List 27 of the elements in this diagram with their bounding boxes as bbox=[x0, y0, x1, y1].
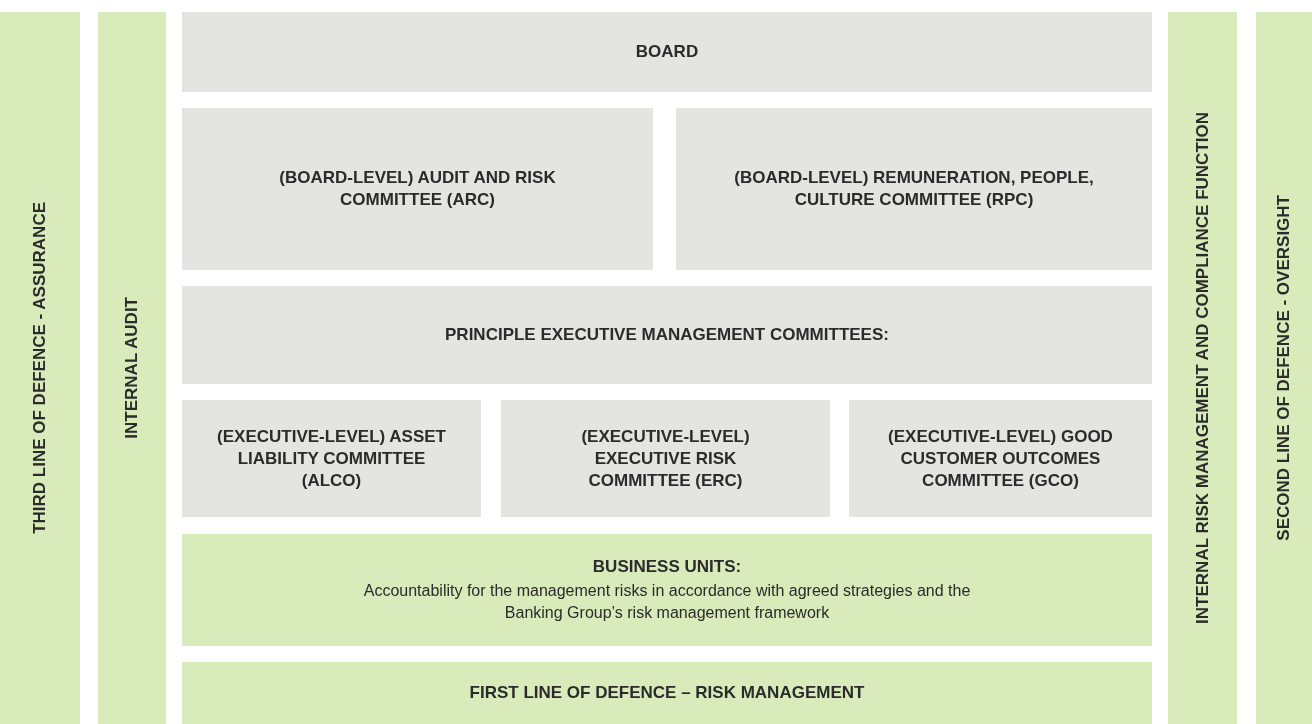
vertical-label: INTERNAL AUDIT bbox=[122, 297, 142, 439]
committee-box bbox=[849, 400, 1152, 517]
box-heading: (BOARD-LEVEL) AUDIT AND RISK COMMITTEE (ARC) bbox=[278, 167, 557, 211]
vertical-label: THIRD LINE OF DEFENCE - ASSURANCE bbox=[30, 202, 50, 534]
band-panel bbox=[0, 12, 80, 724]
vertical-label: SECOND LINE OF DEFENCE - OVERSIGHT bbox=[1274, 195, 1294, 541]
committee-box bbox=[182, 108, 653, 270]
committee-box bbox=[501, 400, 830, 517]
box-heading: PRINCIPLE EXECUTIVE MANAGEMENT COMMITTEES: bbox=[445, 324, 889, 346]
box-heading: BOARD bbox=[635, 41, 699, 63]
band-panel bbox=[1168, 12, 1237, 724]
business-units-box bbox=[182, 534, 1152, 646]
box-heading: BUSINESS UNITS: bbox=[592, 556, 742, 578]
band-panel bbox=[98, 12, 166, 724]
band-panel bbox=[182, 662, 1152, 724]
committee-box bbox=[182, 400, 481, 517]
box-heading: (EXECUTIVE-LEVEL) ASSET LIABILITY COMMITTEE (ALCO) bbox=[216, 425, 447, 492]
box-description: Accountability for the management risks in accordance with agreed strategies and the Banking Group’s risk management framework bbox=[362, 581, 972, 623]
band-panel bbox=[1256, 12, 1312, 724]
vertical-label: INTERNAL RISK MANAGEMENT AND COMPLIANCE FUNCTION bbox=[1192, 112, 1213, 624]
committee-box bbox=[676, 108, 1152, 270]
box-heading: (BOARD-LEVEL) REMUNERATION, PEOPLE, CULTURE COMMITTEE (RPC) bbox=[733, 167, 1095, 211]
box-heading: (EXECUTIVE-LEVEL) GOOD CUSTOMER OUTCOMES COMMITTEE (GCO) bbox=[887, 425, 1114, 492]
box-heading: FIRST LINE OF DEFENCE – RISK MANAGEMENT bbox=[469, 682, 865, 704]
committee-box bbox=[182, 286, 1152, 384]
board-box bbox=[182, 12, 1152, 92]
box-heading: (EXECUTIVE-LEVEL) EXECUTIVE RISK COMMITTEE (ERC) bbox=[580, 425, 751, 492]
